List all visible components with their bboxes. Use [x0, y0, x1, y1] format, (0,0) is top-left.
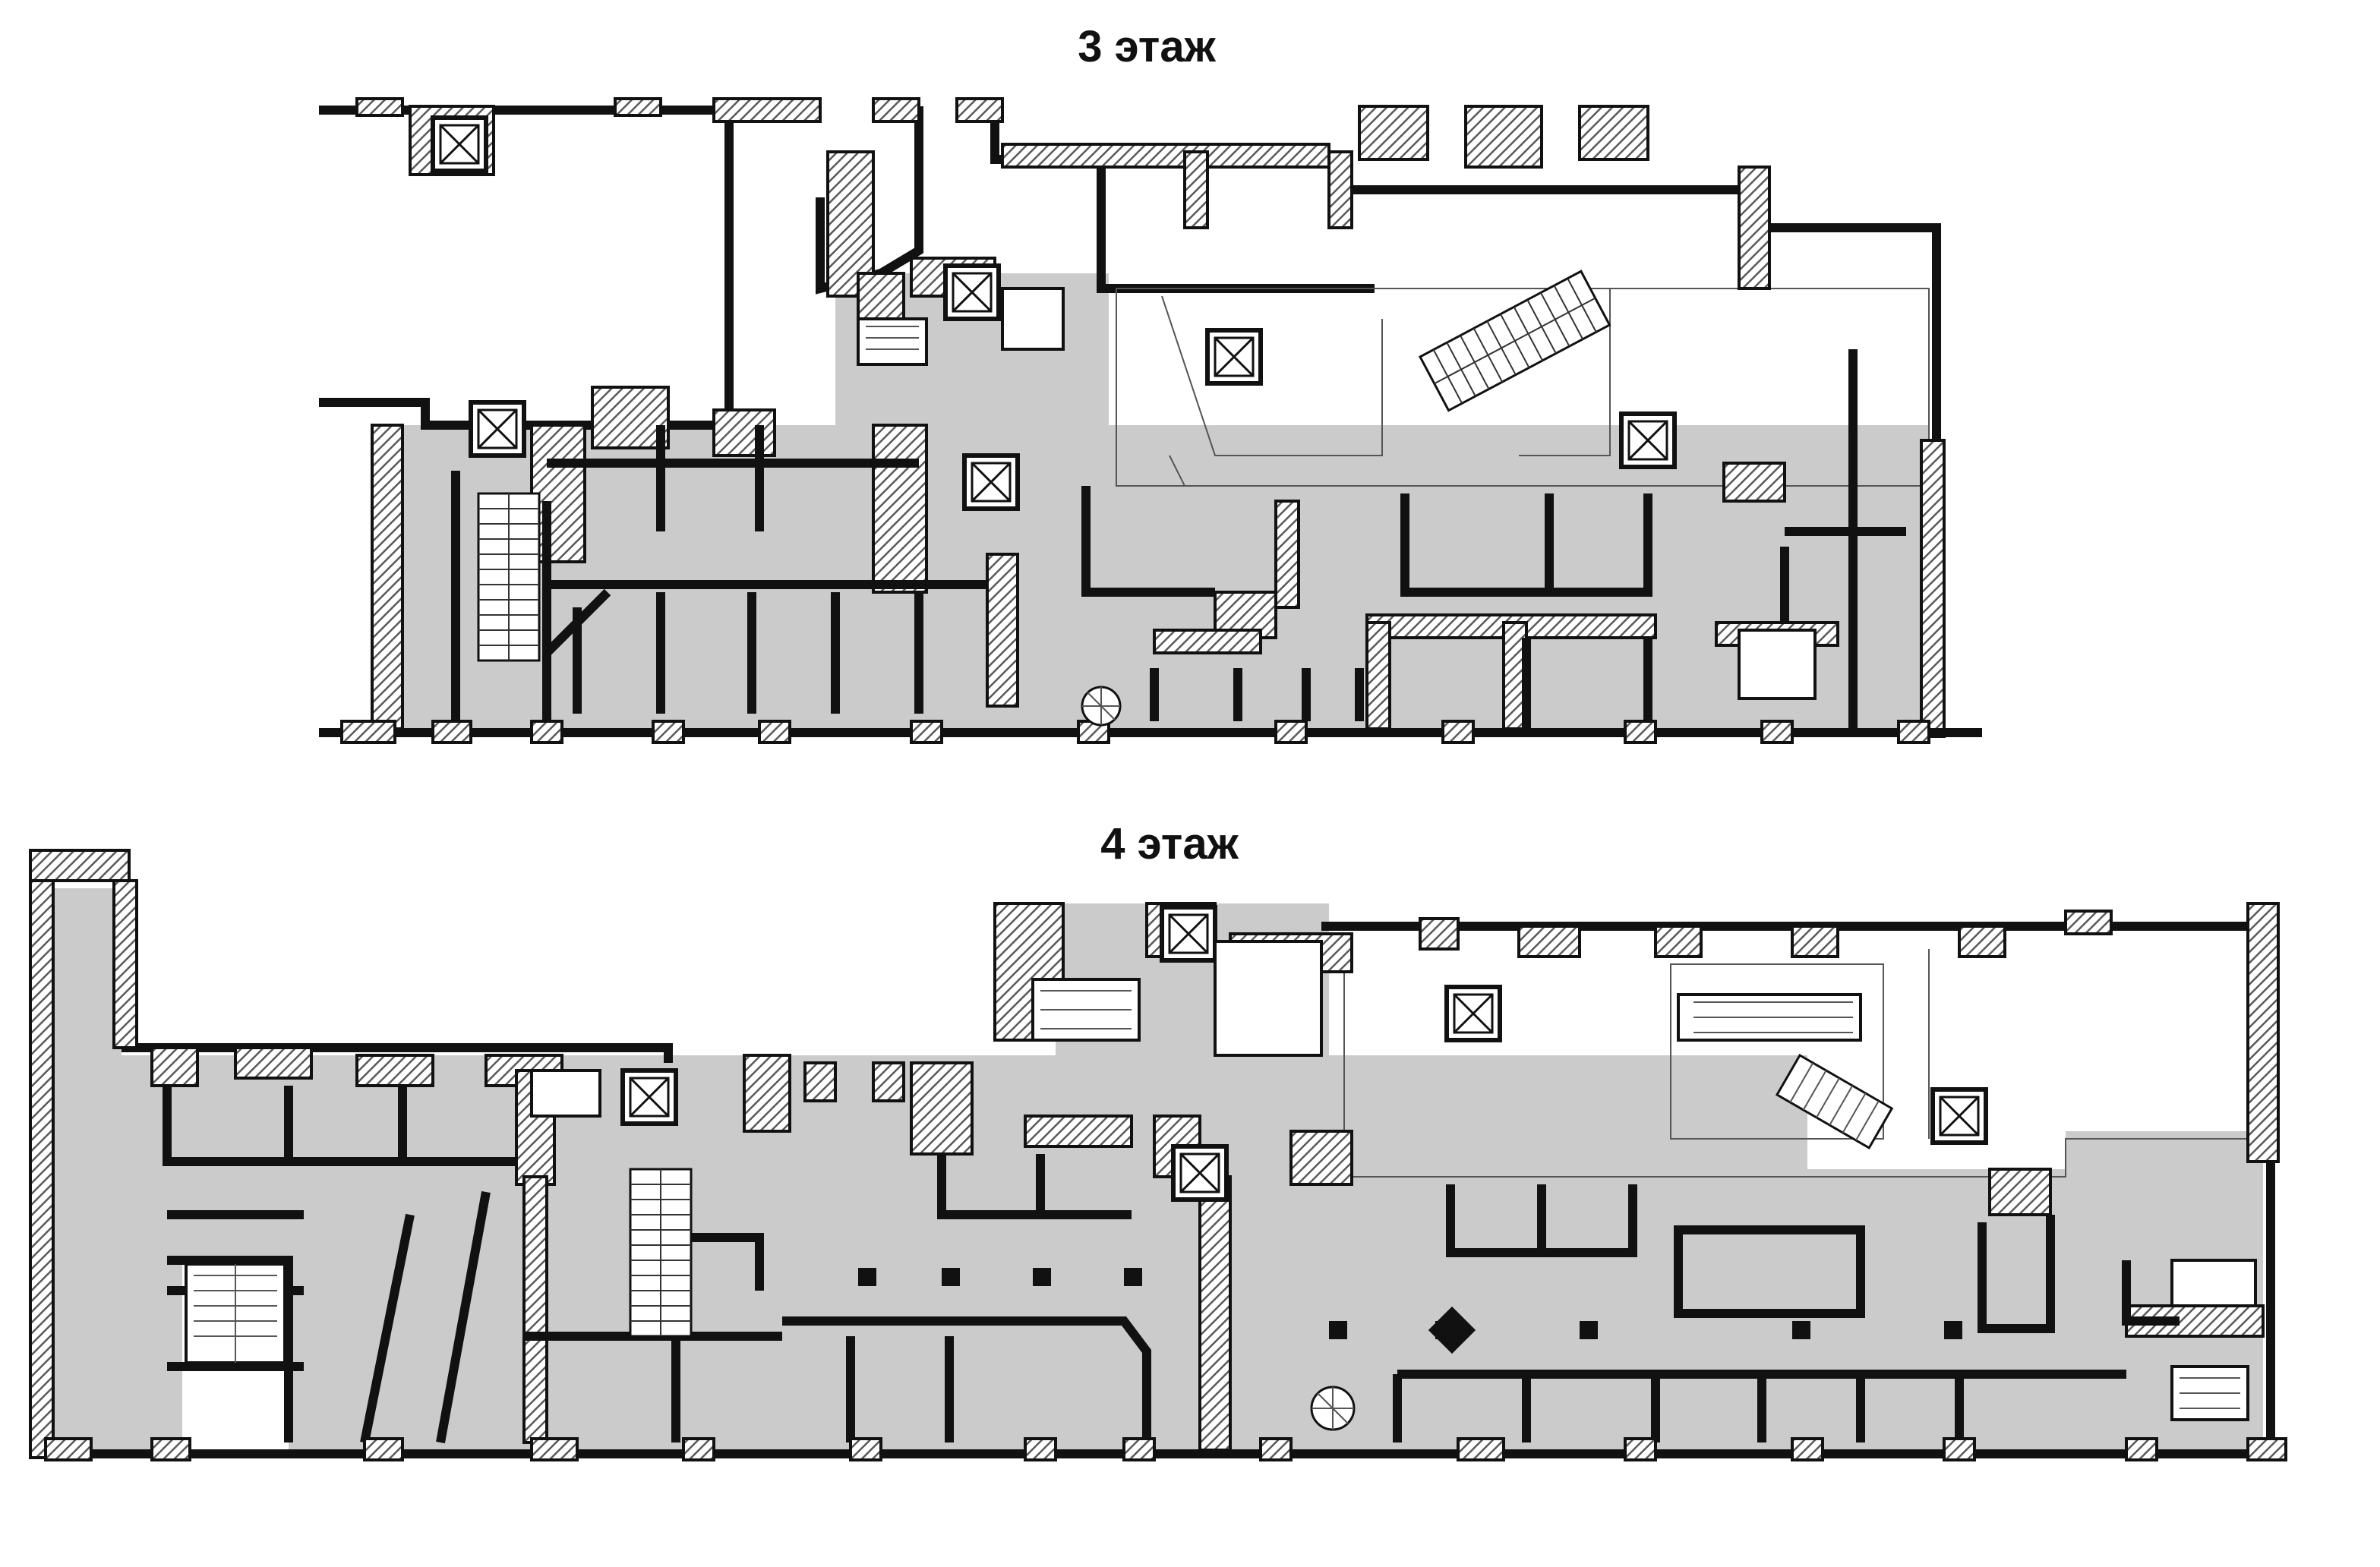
floor-3-title: 3 этаж: [1078, 22, 1216, 71]
elevator-icon: [433, 118, 486, 171]
elevator-icon: [1447, 987, 1500, 1040]
stairs-icon: [629, 1168, 693, 1338]
floor-4-plan: [29, 849, 2287, 1461]
escalator-icon: [1775, 1053, 1894, 1150]
stairs-icon: [185, 1263, 286, 1364]
elevator-icon: [623, 1070, 676, 1124]
floor-4-title: 4 этаж: [1100, 819, 1239, 869]
elevator-icon: [964, 456, 1018, 509]
elevator-icon: [1621, 414, 1675, 467]
escalator-icon: [1677, 993, 1862, 1042]
stairs-icon: [2170, 1365, 2249, 1421]
elevator-icon: [1173, 1146, 1226, 1200]
escalator-icon: [477, 492, 541, 662]
wc-icon: [530, 940, 2257, 1307]
stairs-icon: [857, 317, 928, 366]
elevator-icon: [1162, 907, 1215, 960]
escalator-icon: [1418, 270, 1611, 412]
elevator-icon: [471, 402, 524, 456]
elevator-icon: [1933, 1089, 1986, 1143]
stairs-icon: [1031, 978, 1141, 1042]
spiral-stair-icon: [1310, 1386, 1356, 1431]
wc-icon: [1001, 287, 1817, 700]
spiral-stair-icon: [1081, 686, 1122, 727]
elevator-icon: [1207, 330, 1261, 383]
floor-3-plan: [319, 97, 1982, 744]
elevator-icon: [945, 266, 999, 319]
